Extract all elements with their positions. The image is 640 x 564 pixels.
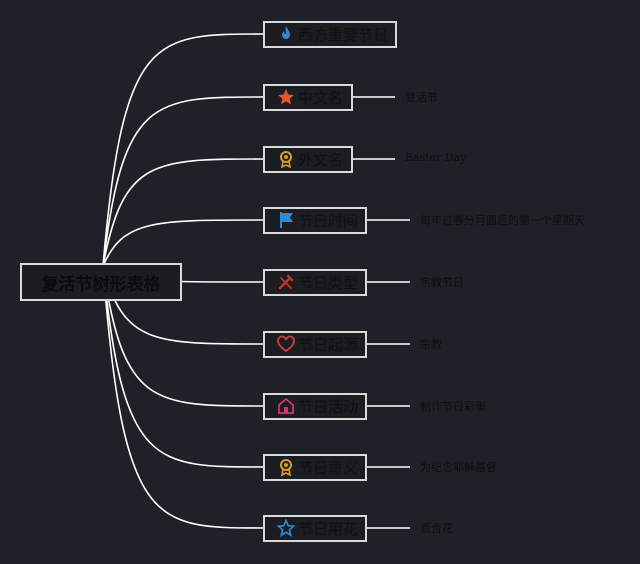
branch-node[interactable]: 西方重要节日 (263, 20, 397, 48)
tools-icon (278, 274, 294, 290)
star-outline-icon (277, 519, 295, 537)
branch-label: 节日时间 (298, 211, 359, 230)
fire-icon (282, 26, 290, 39)
award-icon (280, 459, 292, 476)
leaf-value: 百合花 (420, 522, 453, 535)
leaf-value: 复活节 (405, 91, 438, 104)
leaf-value: 宗教节日 (420, 276, 464, 289)
connector-line (102, 96, 264, 267)
star-icon (278, 89, 294, 105)
heart-icon (277, 335, 295, 353)
branch-node[interactable]: 节日类型 (263, 268, 367, 296)
branch-label: 节日类型 (298, 273, 359, 292)
leaf-value: 每年过春分月圆后的第一个星期天 (420, 214, 585, 227)
home-icon (278, 397, 294, 414)
connector-line (102, 219, 264, 267)
branch-label: 西方重要节日 (298, 25, 389, 44)
branch-label: 节日用花 (298, 519, 359, 538)
branch-label: 节日活动 (298, 397, 359, 416)
branch-node[interactable]: 节日起源 (263, 330, 367, 358)
connector-lines (102, 33, 410, 529)
branch-node[interactable]: 节日活动 (263, 392, 367, 420)
leaf-value: 为纪念耶稣基督 (420, 461, 497, 474)
branch-node[interactable]: 节日意义 (263, 453, 367, 481)
branch-node[interactable]: 节日用花 (263, 514, 367, 542)
connector-line (102, 265, 264, 407)
connector-line (102, 33, 264, 267)
leaf-value: 制作节日彩蛋 (420, 400, 486, 413)
connector-line (102, 265, 264, 529)
branch-label: 节日起源 (298, 335, 359, 354)
branch-node[interactable]: 中文名 (263, 83, 353, 111)
connector-line (102, 158, 264, 267)
root-label: 复活节树形表格 (41, 274, 161, 295)
award-icon (280, 151, 292, 168)
branch-node[interactable]: 节日时间 (263, 206, 367, 234)
flag-icon (280, 212, 293, 228)
leaf-value: 宗教 (420, 338, 442, 351)
connector-line (102, 265, 264, 468)
branch-node[interactable]: 外文名 (263, 145, 353, 173)
branch-label: 节日意义 (298, 458, 359, 477)
branch-label: 中文名 (298, 88, 344, 107)
leaf-value: Easter Day (405, 151, 467, 164)
branch-label: 外文名 (298, 150, 344, 169)
root-node[interactable]: 复活节树形表格 (20, 263, 182, 301)
